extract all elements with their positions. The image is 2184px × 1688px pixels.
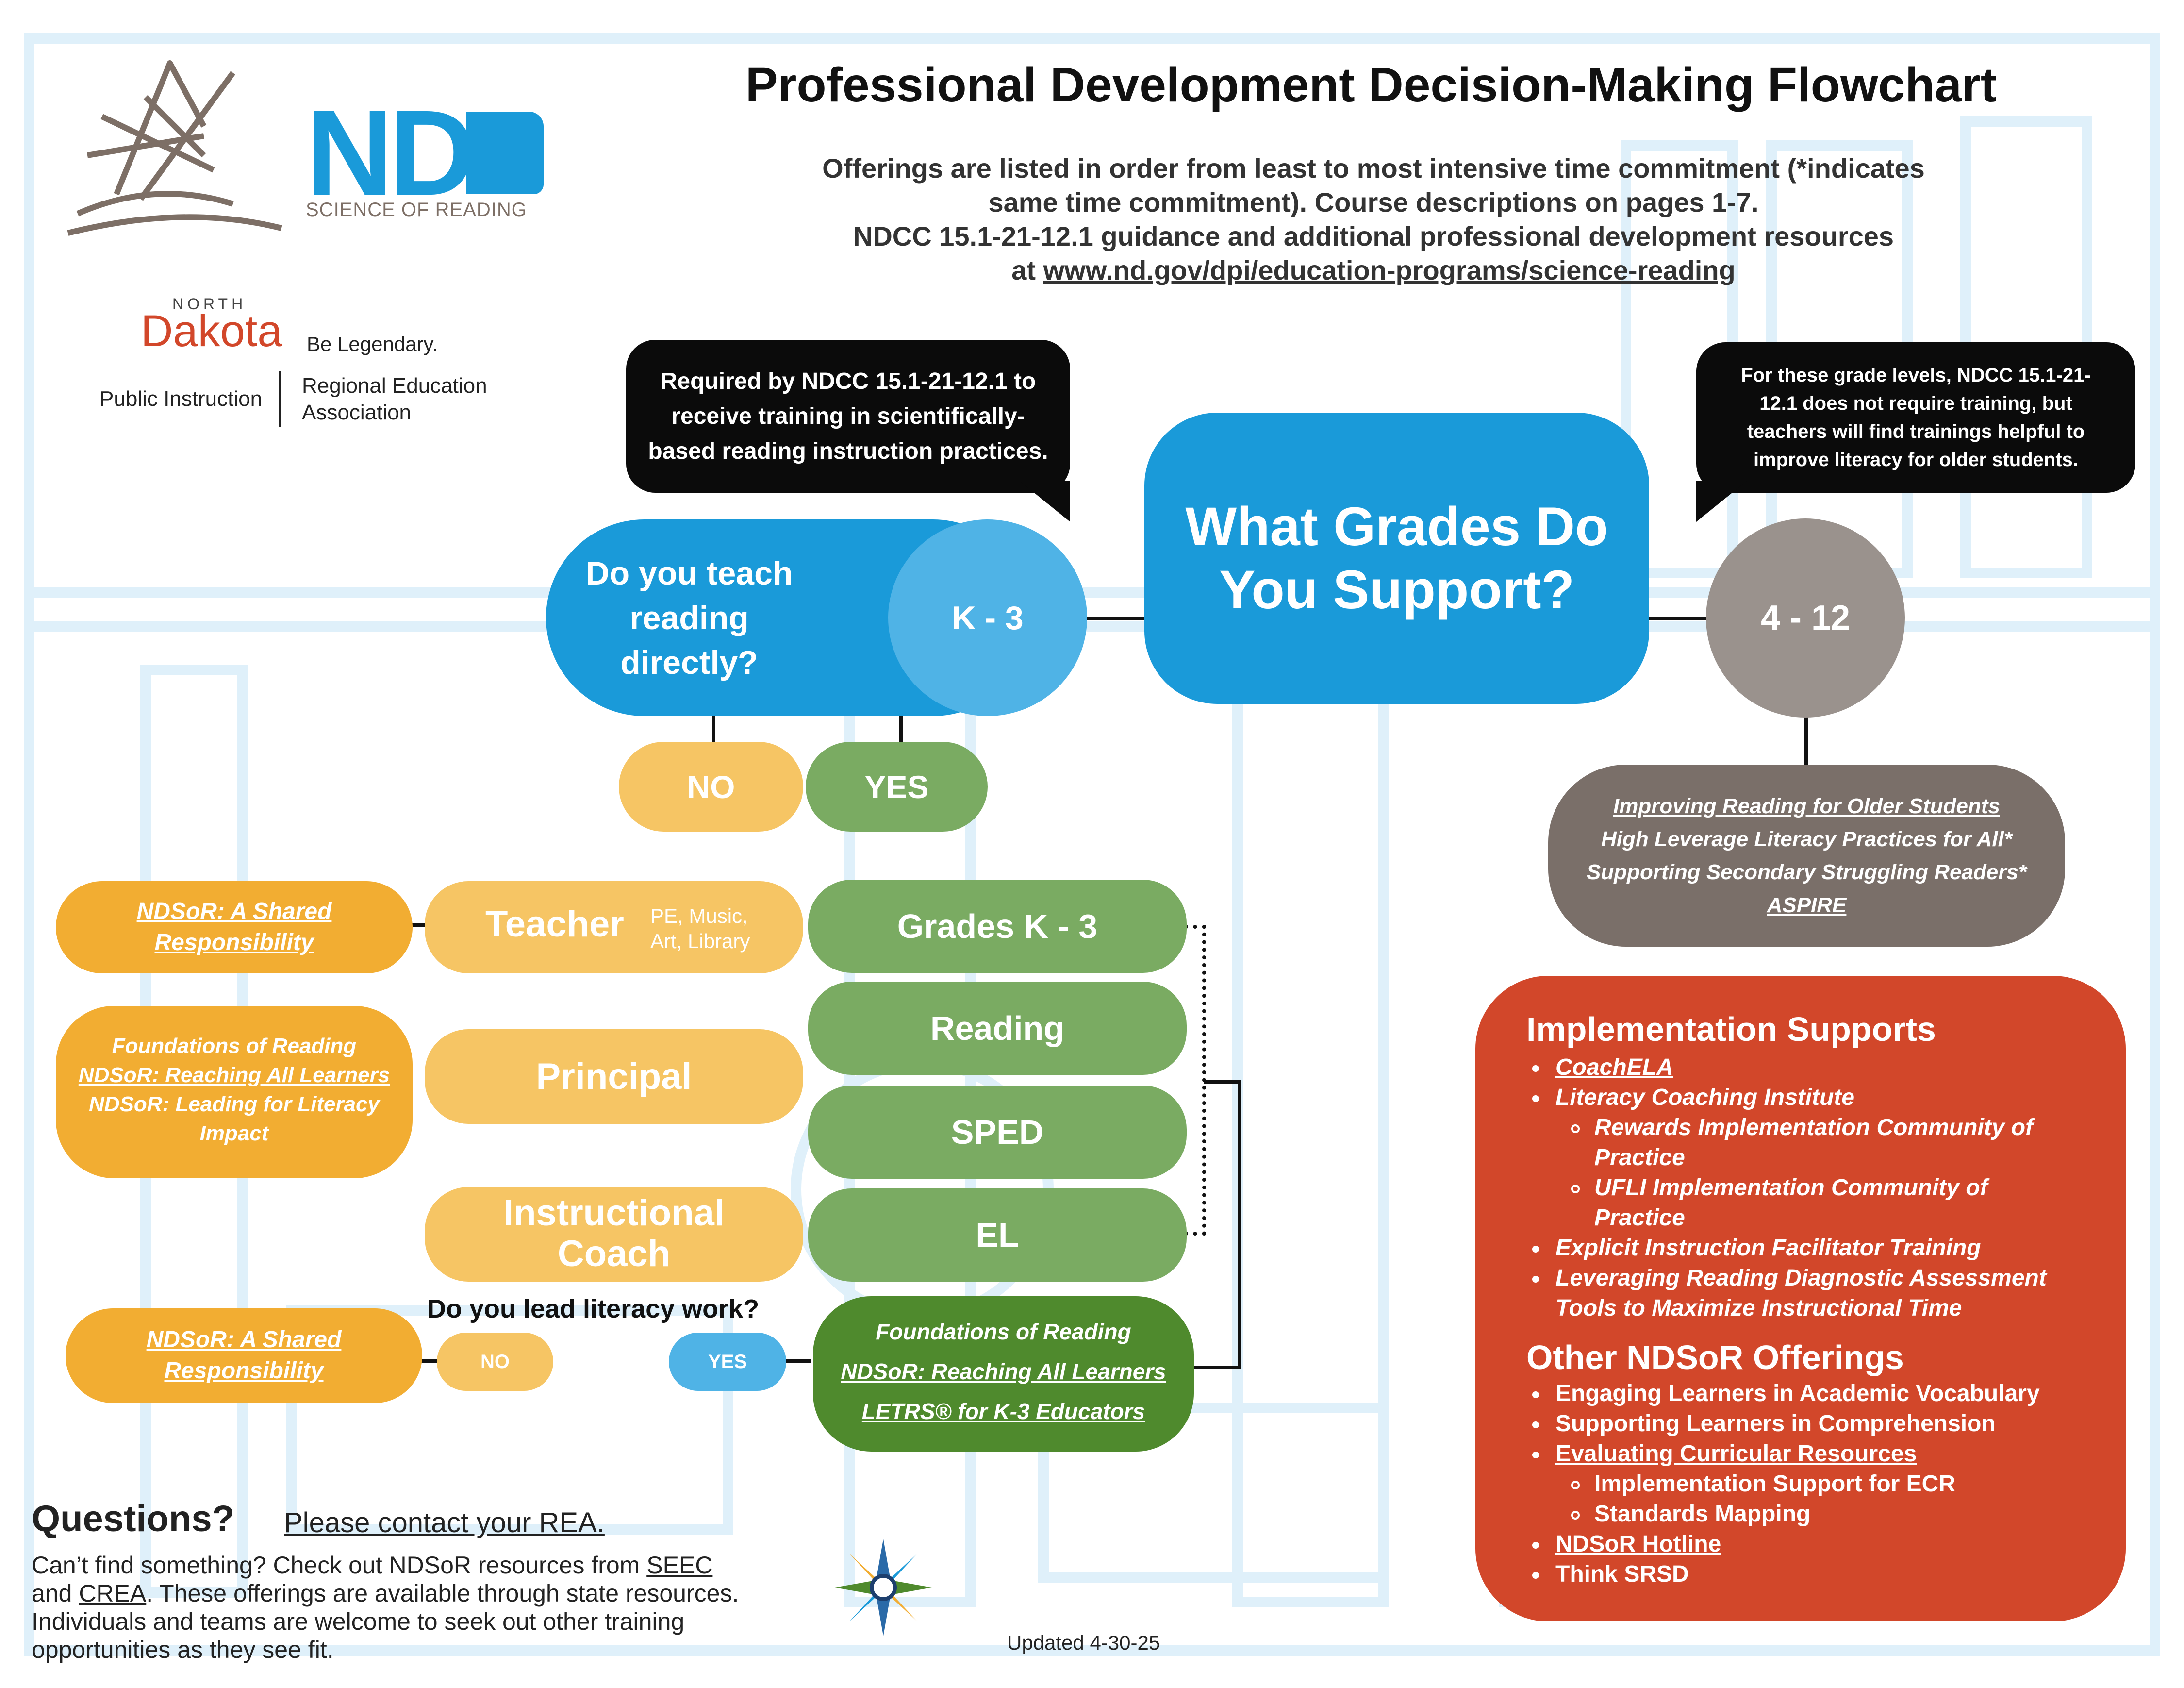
connector-k3-center (1082, 617, 1150, 620)
grades-4-12-node[interactable]: 4 - 12 (1706, 518, 1905, 718)
coach-no-offering-line1: NDSoR: A Shared (66, 1324, 422, 1355)
logo-be-legendary: Be Legendary. (307, 333, 438, 356)
other-implementation-ecr: Implementation Support for ECR (1526, 1469, 2126, 1499)
principal-leading-literacy-line2: Impact (56, 1119, 413, 1148)
yes-button[interactable]: YES (806, 742, 988, 832)
crea-link[interactable]: CREA (79, 1580, 146, 1607)
logo-tagline: SCIENCE OF READING (306, 199, 527, 221)
k3-callout-tail (1019, 481, 1073, 524)
lead-yes-button[interactable]: YES (669, 1333, 786, 1391)
no-button[interactable]: NO (619, 742, 803, 832)
subtitle-line2: same time commitment). Course descriptio… (694, 185, 2053, 219)
pill-grades-k3[interactable]: Grades K - 3 (808, 880, 1187, 973)
coach-letrs[interactable]: LETRS® for K-3 Educators (813, 1391, 1194, 1431)
contact-rea-link[interactable]: Please contact your REA. (284, 1506, 605, 1539)
other-offerings-list: Engaging Learners in Academic Vocabulary… (1526, 1379, 2126, 1589)
pill-reading[interactable]: Reading (808, 982, 1187, 1075)
teacher-offering-line2: Responsibility (56, 927, 413, 958)
grades-question-box: What Grades Do You Support? (1144, 413, 1649, 704)
principal-foundations: Foundations of Reading (56, 1032, 413, 1061)
compass-icon (832, 1537, 934, 1638)
coach-reaching-all[interactable]: NDSoR: Reaching All Learners (813, 1352, 1194, 1391)
implementation-supports-title: Implementation Supports (1526, 1010, 2126, 1049)
logo-rea-line2: Association (302, 401, 411, 425)
page-subtitle: Offerings are listed in order from least… (694, 151, 2053, 287)
role-teacher-note-line1: PE, Music, (650, 904, 748, 928)
role-principal[interactable]: Principal (425, 1029, 803, 1124)
role-coach-line1: Instructional (425, 1193, 803, 1234)
connector-center-412 (1645, 617, 1713, 620)
connector-bracket-top (1204, 1080, 1240, 1084)
subtitle-line3: NDCC 15.1-21-12.1 guidance and additiona… (694, 219, 2053, 253)
upper-callout-tail (1696, 481, 1750, 524)
role-instructional-coach[interactable]: Instructional Coach (425, 1187, 803, 1282)
k3-grade-node[interactable]: K - 3 (888, 519, 1087, 716)
questions-heading: Questions? (32, 1498, 234, 1540)
teacher-offering-line1: NDSoR: A Shared (56, 896, 413, 927)
impl-leveraging-diagnostic: Leveraging Reading Diagnostic Assessment… (1526, 1263, 2126, 1323)
coach-no-offering-line2: Responsibility (66, 1355, 422, 1387)
footer-line1: Can’t find something? Check out NDSoR re… (32, 1551, 808, 1579)
subtitle-line4: at www.nd.gov/dpi/education-programs/sci… (694, 253, 2053, 287)
teacher-offering[interactable]: NDSoR: A Shared Responsibility (56, 881, 413, 973)
logo-divider (279, 371, 281, 427)
principal-leading-literacy-line1: NDSoR: Leading for Literacy (56, 1090, 413, 1119)
open-book-icon (58, 58, 330, 243)
other-standards-mapping: Standards Mapping (1526, 1499, 2126, 1529)
other-offerings-title: Other NDSoR Offerings (1526, 1338, 2126, 1377)
offering-supporting-secondary: Supporting Secondary Struggling Readers* (1548, 856, 2065, 889)
role-teacher-label: Teacher (485, 903, 624, 945)
nd-logo-letters: ND (306, 92, 471, 214)
offering-aspire[interactable]: ASPIRE (1548, 889, 2065, 922)
nd-state-shape (466, 112, 544, 194)
pill-sped[interactable]: SPED (808, 1086, 1187, 1179)
subtitle-line1: Offerings are listed in order from least… (694, 151, 2053, 185)
footer-line4: opportunities as they see fit. (32, 1636, 808, 1664)
other-comprehension: Supporting Learners in Comprehension (1526, 1409, 2126, 1439)
connector-412-down (1804, 714, 1808, 767)
k3-requirement-callout: Required by NDCC 15.1-21-12.1 to receive… (626, 340, 1070, 493)
supports-panel: Implementation Supports CoachELA Literac… (1475, 976, 2126, 1621)
connector-teacher-offering (412, 923, 426, 927)
role-coach-line2: Coach (425, 1234, 803, 1274)
role-teacher[interactable]: Teacher PE, Music, Art, Library (425, 881, 803, 973)
impl-coachela[interactable]: CoachELA (1526, 1053, 2126, 1083)
science-reading-link[interactable]: www.nd.gov/dpi/education-programs/scienc… (1043, 255, 1736, 285)
role-teacher-note-line2: Art, Library (650, 930, 750, 953)
updated-date: Updated 4-30-25 (1007, 1631, 1160, 1655)
grades-4-12-offerings: Improving Reading for Older Students Hig… (1548, 765, 2065, 947)
footer-text: Can’t find something? Check out NDSoR re… (32, 1551, 808, 1664)
pill-el[interactable]: EL (808, 1188, 1187, 1282)
dotted-connector (1184, 925, 1206, 1236)
other-vocabulary: Engaging Learners in Academic Vocabulary (1526, 1379, 2126, 1409)
logo-public-instruction: Public Instruction (99, 387, 262, 411)
footer-line2: and CREA. These offerings are available … (32, 1579, 808, 1607)
lead-no-button[interactable]: NO (437, 1333, 553, 1391)
other-ndsor-hotline[interactable]: NDSoR Hotline (1526, 1529, 2126, 1559)
coach-foundations: Foundations of Reading (813, 1312, 1194, 1352)
logo-dakota: Dakota (141, 306, 282, 357)
coach-yes-offerings: Foundations of Reading NDSoR: Reaching A… (813, 1296, 1194, 1452)
impl-explicit-instruction: Explicit Instruction Facilitator Trainin… (1526, 1233, 2126, 1263)
principal-reaching-all[interactable]: NDSoR: Reaching All Learners (56, 1061, 413, 1090)
offering-improving-reading-older[interactable]: Improving Reading for Older Students (1548, 790, 2065, 823)
upper-grades-callout: For these grade levels, NDCC 15.1-21-12.… (1696, 342, 2135, 493)
other-evaluating-curricular[interactable]: Evaluating Curricular Resources (1526, 1439, 2126, 1469)
footer-line3: Individuals and teams are welcome to see… (32, 1607, 808, 1636)
lead-literacy-question: Do you lead literacy work? (427, 1294, 759, 1324)
offering-high-leverage-practices: High Leverage Literacy Practices for All… (1548, 823, 2065, 856)
implementation-list: CoachELA Literacy Coaching Institute Rew… (1526, 1053, 2126, 1323)
page-title: Professional Development Decision-Making… (607, 57, 2135, 113)
impl-literacy-coaching: Literacy Coaching Institute (1526, 1083, 2126, 1113)
principal-offerings: Foundations of Reading NDSoR: Reaching A… (56, 1006, 413, 1178)
other-think-srsd: Think SRSD (1526, 1559, 2126, 1589)
seec-link[interactable]: SEEC (646, 1552, 712, 1579)
coach-no-offering[interactable]: NDSoR: A Shared Responsibility (66, 1308, 422, 1403)
logo-rea-line1: Regional Education (302, 374, 487, 398)
connector-yes-offering (786, 1359, 811, 1363)
connector-bracket-vertical (1238, 1080, 1241, 1369)
